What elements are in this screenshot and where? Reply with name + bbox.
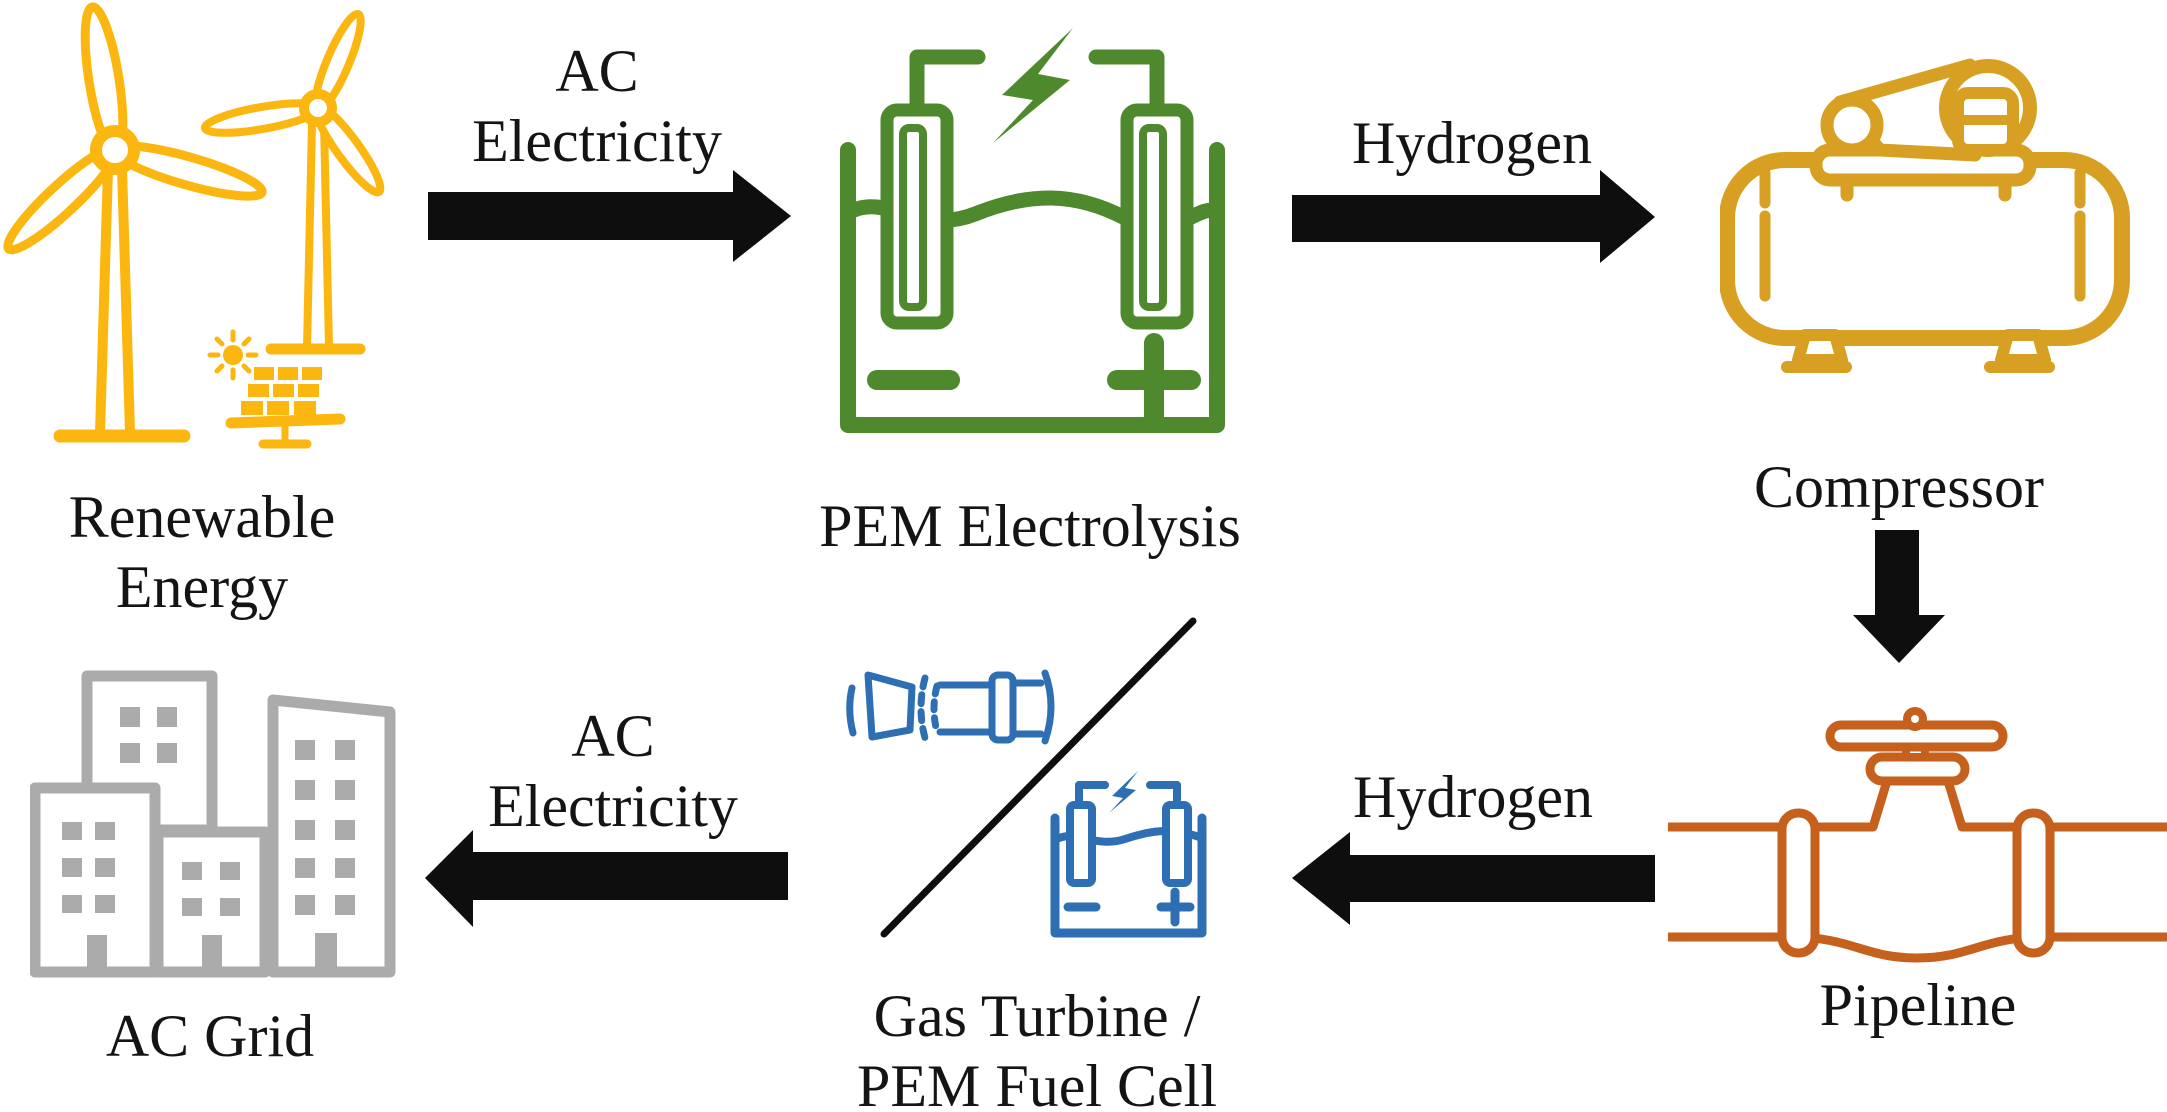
node-label-gas-turbine-pem-fuel-cell: Gas Turbine / PEM Fuel Cell [856,983,1218,1112]
lightning-bolt-icon [993,28,1073,143]
wind-turbines-solar-icon [3,2,385,449]
arrow-right-hydrogen [1292,170,1655,263]
slash-divider [880,617,1197,938]
edge-label-hydrogen-bottom: Hydrogen [1353,764,1593,830]
node-label-ac-grid: AC Grid [105,1003,315,1069]
gas-turbine-icon [846,669,1055,745]
node-label-pipeline: Pipeline [1819,972,2017,1038]
sun-icon [207,329,259,381]
plus-terminal-icon [1107,333,1201,427]
node-label-renewable-energy: Renewable Energy [68,484,336,620]
lightning-bolt-icon [1109,771,1138,813]
compressor-icon [1720,58,2130,373]
arrow-left-ac-electricity [425,830,788,927]
plus-terminal-icon [1156,887,1195,927]
edge-label-ac-electricity-bottom: AC Electricity [488,703,738,839]
edge-label-ac-electricity-top: AC Electricity [472,38,722,174]
edge-label-hydrogen-top: Hydrogen [1352,110,1592,176]
solar-panel-icon [225,413,346,449]
arrow-down-compressor-to-pipeline [1853,530,1945,663]
node-label-compressor: Compressor [1754,454,2044,520]
arrow-left-hydrogen [1292,832,1655,925]
pipeline-valve-icon [1668,707,2167,963]
city-buildings-icon [30,670,396,978]
pem-fuel-cell-icon [1050,771,1207,938]
electrolysis-cell-icon [840,28,1225,433]
node-label-pem-electrolysis: PEM Electrolysis [819,493,1241,559]
arrow-right-ac-electricity [428,170,791,262]
